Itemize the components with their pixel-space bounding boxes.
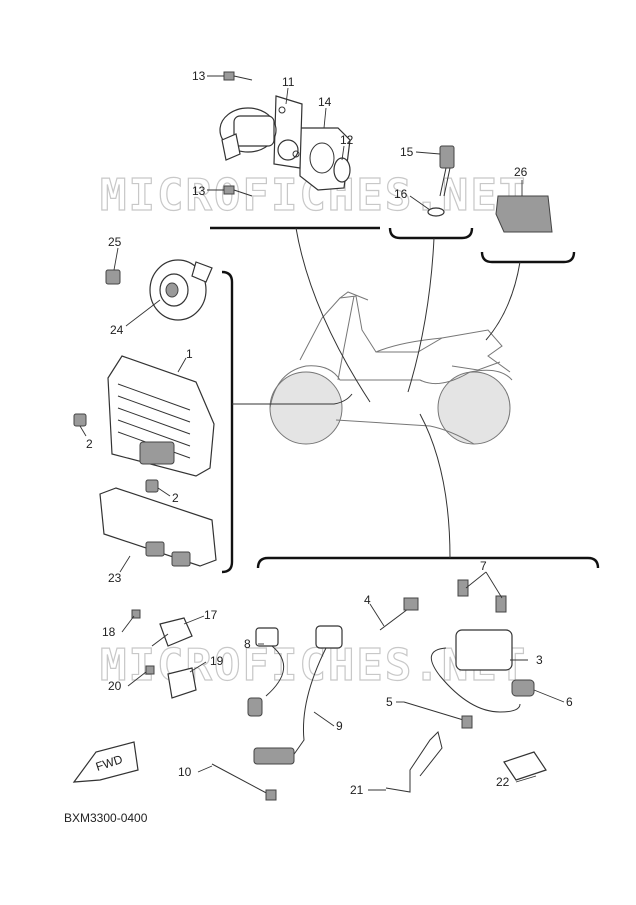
callout-6: 6 — [566, 695, 573, 709]
cable-tie-10 — [211, 763, 273, 797]
idle-valve-assembly — [219, 71, 351, 197]
plug-cap-6 — [511, 679, 535, 697]
ignition-coil-3 — [430, 579, 535, 713]
callout-19: 19 — [210, 654, 224, 668]
leader-ecu — [232, 393, 353, 405]
diagram-code: BXM3300-0400 — [64, 811, 148, 825]
callout-21: 21 — [350, 783, 364, 797]
sensor-8 — [247, 627, 285, 717]
callout-8: 8 — [244, 637, 251, 651]
o-ring-12 — [333, 157, 351, 183]
washer-16 — [427, 207, 445, 217]
clip-22 — [503, 751, 547, 781]
cable-tie-5 — [403, 701, 471, 723]
callout-23: 23 — [108, 571, 122, 585]
callout-17: 17 — [204, 608, 218, 622]
callout-22: 22 — [496, 775, 510, 789]
leader-sensor — [407, 237, 435, 393]
callout-20: 20 — [108, 679, 122, 693]
callout-16: 16 — [394, 187, 408, 201]
callouts: 13 11 14 12 13 15 16 26 25 24 1 2 2 23 1… — [86, 69, 573, 797]
cover-23 — [99, 487, 217, 567]
horn-24 — [105, 259, 213, 321]
callout-3: 3 — [536, 653, 543, 667]
callout-25: 25 — [108, 235, 122, 249]
callout-10: 10 — [178, 765, 192, 779]
callout-13b: 13 — [192, 184, 206, 198]
bolt-25 — [105, 269, 121, 285]
screw-2a — [73, 413, 87, 427]
scooter-silhouette — [269, 291, 513, 445]
ecu-1 — [73, 355, 215, 493]
clamp-19 — [145, 665, 197, 699]
callout-2a: 2 — [86, 437, 93, 451]
callout-18: 18 — [102, 625, 116, 639]
screw-20 — [145, 665, 155, 675]
bracket-17 — [131, 609, 193, 647]
callout-11: 11 — [282, 75, 295, 89]
callout-5: 5 — [386, 695, 393, 709]
callout-9: 9 — [336, 719, 343, 733]
group-frames — [210, 226, 600, 574]
frame-top-right — [480, 251, 576, 264]
leader-valve — [295, 227, 371, 403]
callout-24: 24 — [110, 323, 124, 337]
bracket-21 — [385, 731, 443, 793]
bolt-7a — [457, 579, 469, 597]
front-wheel — [269, 371, 343, 445]
sensor-9 — [253, 625, 343, 765]
callout-15: 15 — [400, 145, 414, 159]
callout-leaders — [79, 75, 565, 791]
fwd-arrow-icon: FWD — [72, 741, 139, 783]
rear-wheel — [437, 371, 511, 445]
callout-26: 26 — [514, 165, 528, 179]
callout-14: 14 — [318, 95, 332, 109]
callout-7: 7 — [480, 559, 487, 573]
screw-2b — [145, 479, 159, 493]
screw-13-top — [223, 71, 253, 81]
frame-left — [221, 270, 234, 574]
callout-4: 4 — [364, 593, 371, 607]
callout-2b: 2 — [172, 491, 179, 505]
frame-bottom — [256, 556, 600, 569]
callout-12: 12 — [340, 133, 354, 147]
cover-26 — [495, 195, 553, 233]
callout-13a: 13 — [192, 69, 206, 83]
temp-sensor-15 — [427, 145, 455, 217]
leader-ignition — [419, 413, 451, 559]
bolt-7b — [495, 595, 507, 613]
callout-1: 1 — [186, 347, 193, 361]
screw-18 — [131, 609, 141, 619]
frame-top-mid — [388, 227, 474, 240]
leader-cover — [485, 261, 521, 341]
